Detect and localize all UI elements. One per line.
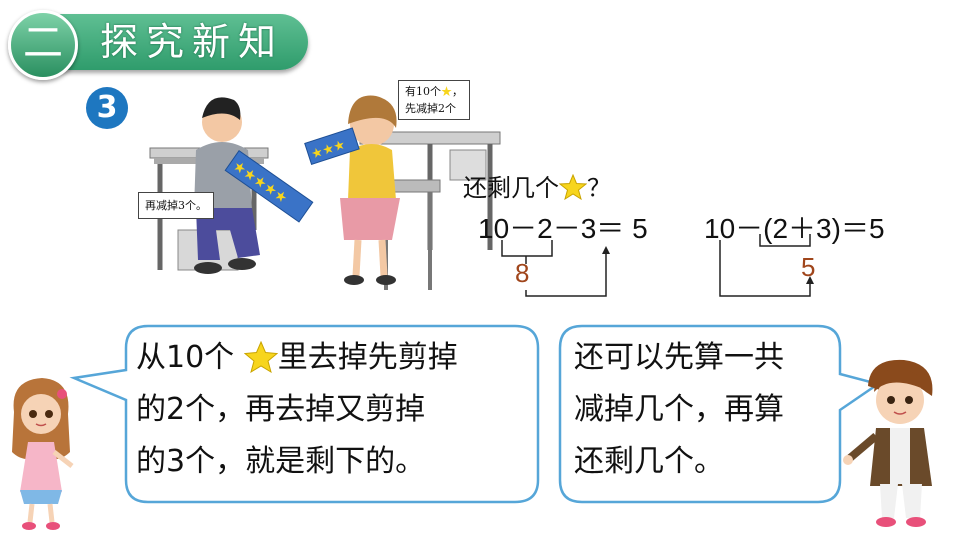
girl-character	[12, 378, 74, 530]
equation-2-brackets	[719, 234, 814, 297]
right-bubble-line3: 还剩几个。	[574, 444, 724, 479]
left-speech-bubble	[69, 324, 540, 504]
right-speech-bubble	[558, 324, 881, 504]
equation-2: 10－(2＋3)＝5	[704, 213, 885, 244]
girl-note-text-2: 先减掉2个	[405, 102, 456, 115]
question-text: 还剩几个 ？	[463, 168, 611, 203]
equation-1-brackets	[501, 240, 610, 297]
boy-character	[843, 359, 933, 527]
section-header: 二 探究新知	[8, 10, 308, 80]
left-bubble-line2: 的2个，再去掉又剪掉	[136, 392, 426, 427]
girl-note-text-1b: ，	[452, 85, 463, 98]
question-pre: 还剩几个	[463, 174, 559, 202]
star-icon	[243, 341, 278, 373]
header-number-circle	[8, 10, 78, 80]
header-number: 二	[23, 20, 63, 66]
children-desks-picture: ★★★★★ ★★★	[149, 95, 501, 290]
classroom-illustration: ★★★★★ ★★★ 有10个★， 先减掉2个 再减掉3个。	[130, 80, 510, 295]
star-icon: ★	[441, 85, 452, 98]
left-bubble-line3: 的3个，就是剩下的。	[136, 444, 426, 479]
header-title: 探究新知	[100, 20, 285, 64]
left-bubble-line1-post: 里去掉先剪掉	[277, 340, 458, 375]
equation-1: 10－2－3＝ 5	[478, 213, 648, 244]
equation-2-partial-result: 5	[801, 252, 816, 282]
right-bubble-text: 还可以先算一共 减掉几个，再算 还剩几个。	[574, 332, 784, 488]
left-bubble-line1-pre: 从10个	[136, 340, 244, 375]
left-bubble-text: 从10个 里去掉先剪掉 的2个，再去掉又剪掉 的3个，就是剩下的。	[136, 332, 458, 488]
boy-note-text: 再减掉3个。	[145, 199, 207, 212]
star-icon	[559, 174, 587, 200]
girl-note-text-1: 有10个	[405, 85, 441, 98]
boy-speech-note: 再减掉3个。	[138, 192, 214, 219]
girl-speech-note: 有10个★， 先减掉2个	[398, 80, 470, 120]
example-number-badge: 3	[86, 87, 128, 129]
equation-1-partial-result: 8	[515, 258, 530, 288]
right-bubble-line2: 减掉几个，再算	[574, 392, 784, 427]
right-bubble-line1: 还可以先算一共	[574, 340, 784, 375]
question-post: ？	[587, 174, 611, 202]
